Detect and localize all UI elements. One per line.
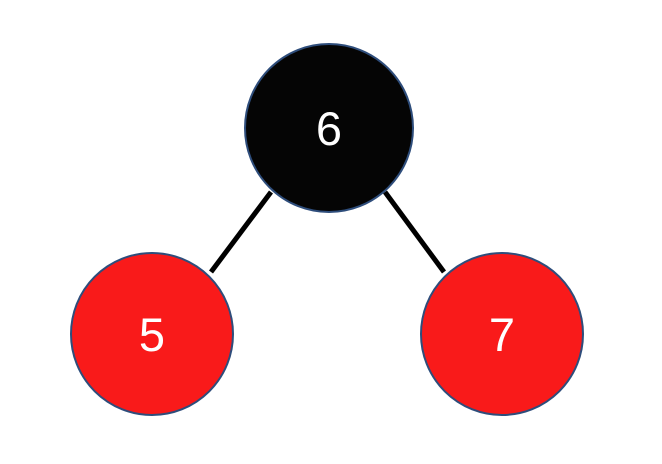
tree-node-root-label: 6 <box>315 101 343 155</box>
tree-node-left-child-label: 5 <box>138 307 166 361</box>
tree-node-right-child[interactable]: 7 <box>420 252 584 416</box>
edge-root-to-left-child <box>209 190 273 274</box>
tree-node-left-child[interactable]: 5 <box>70 252 234 416</box>
tree-node-root[interactable]: 6 <box>244 43 414 213</box>
edge-root-to-right-child <box>382 190 447 274</box>
tree-node-right-child-label: 7 <box>488 307 516 361</box>
